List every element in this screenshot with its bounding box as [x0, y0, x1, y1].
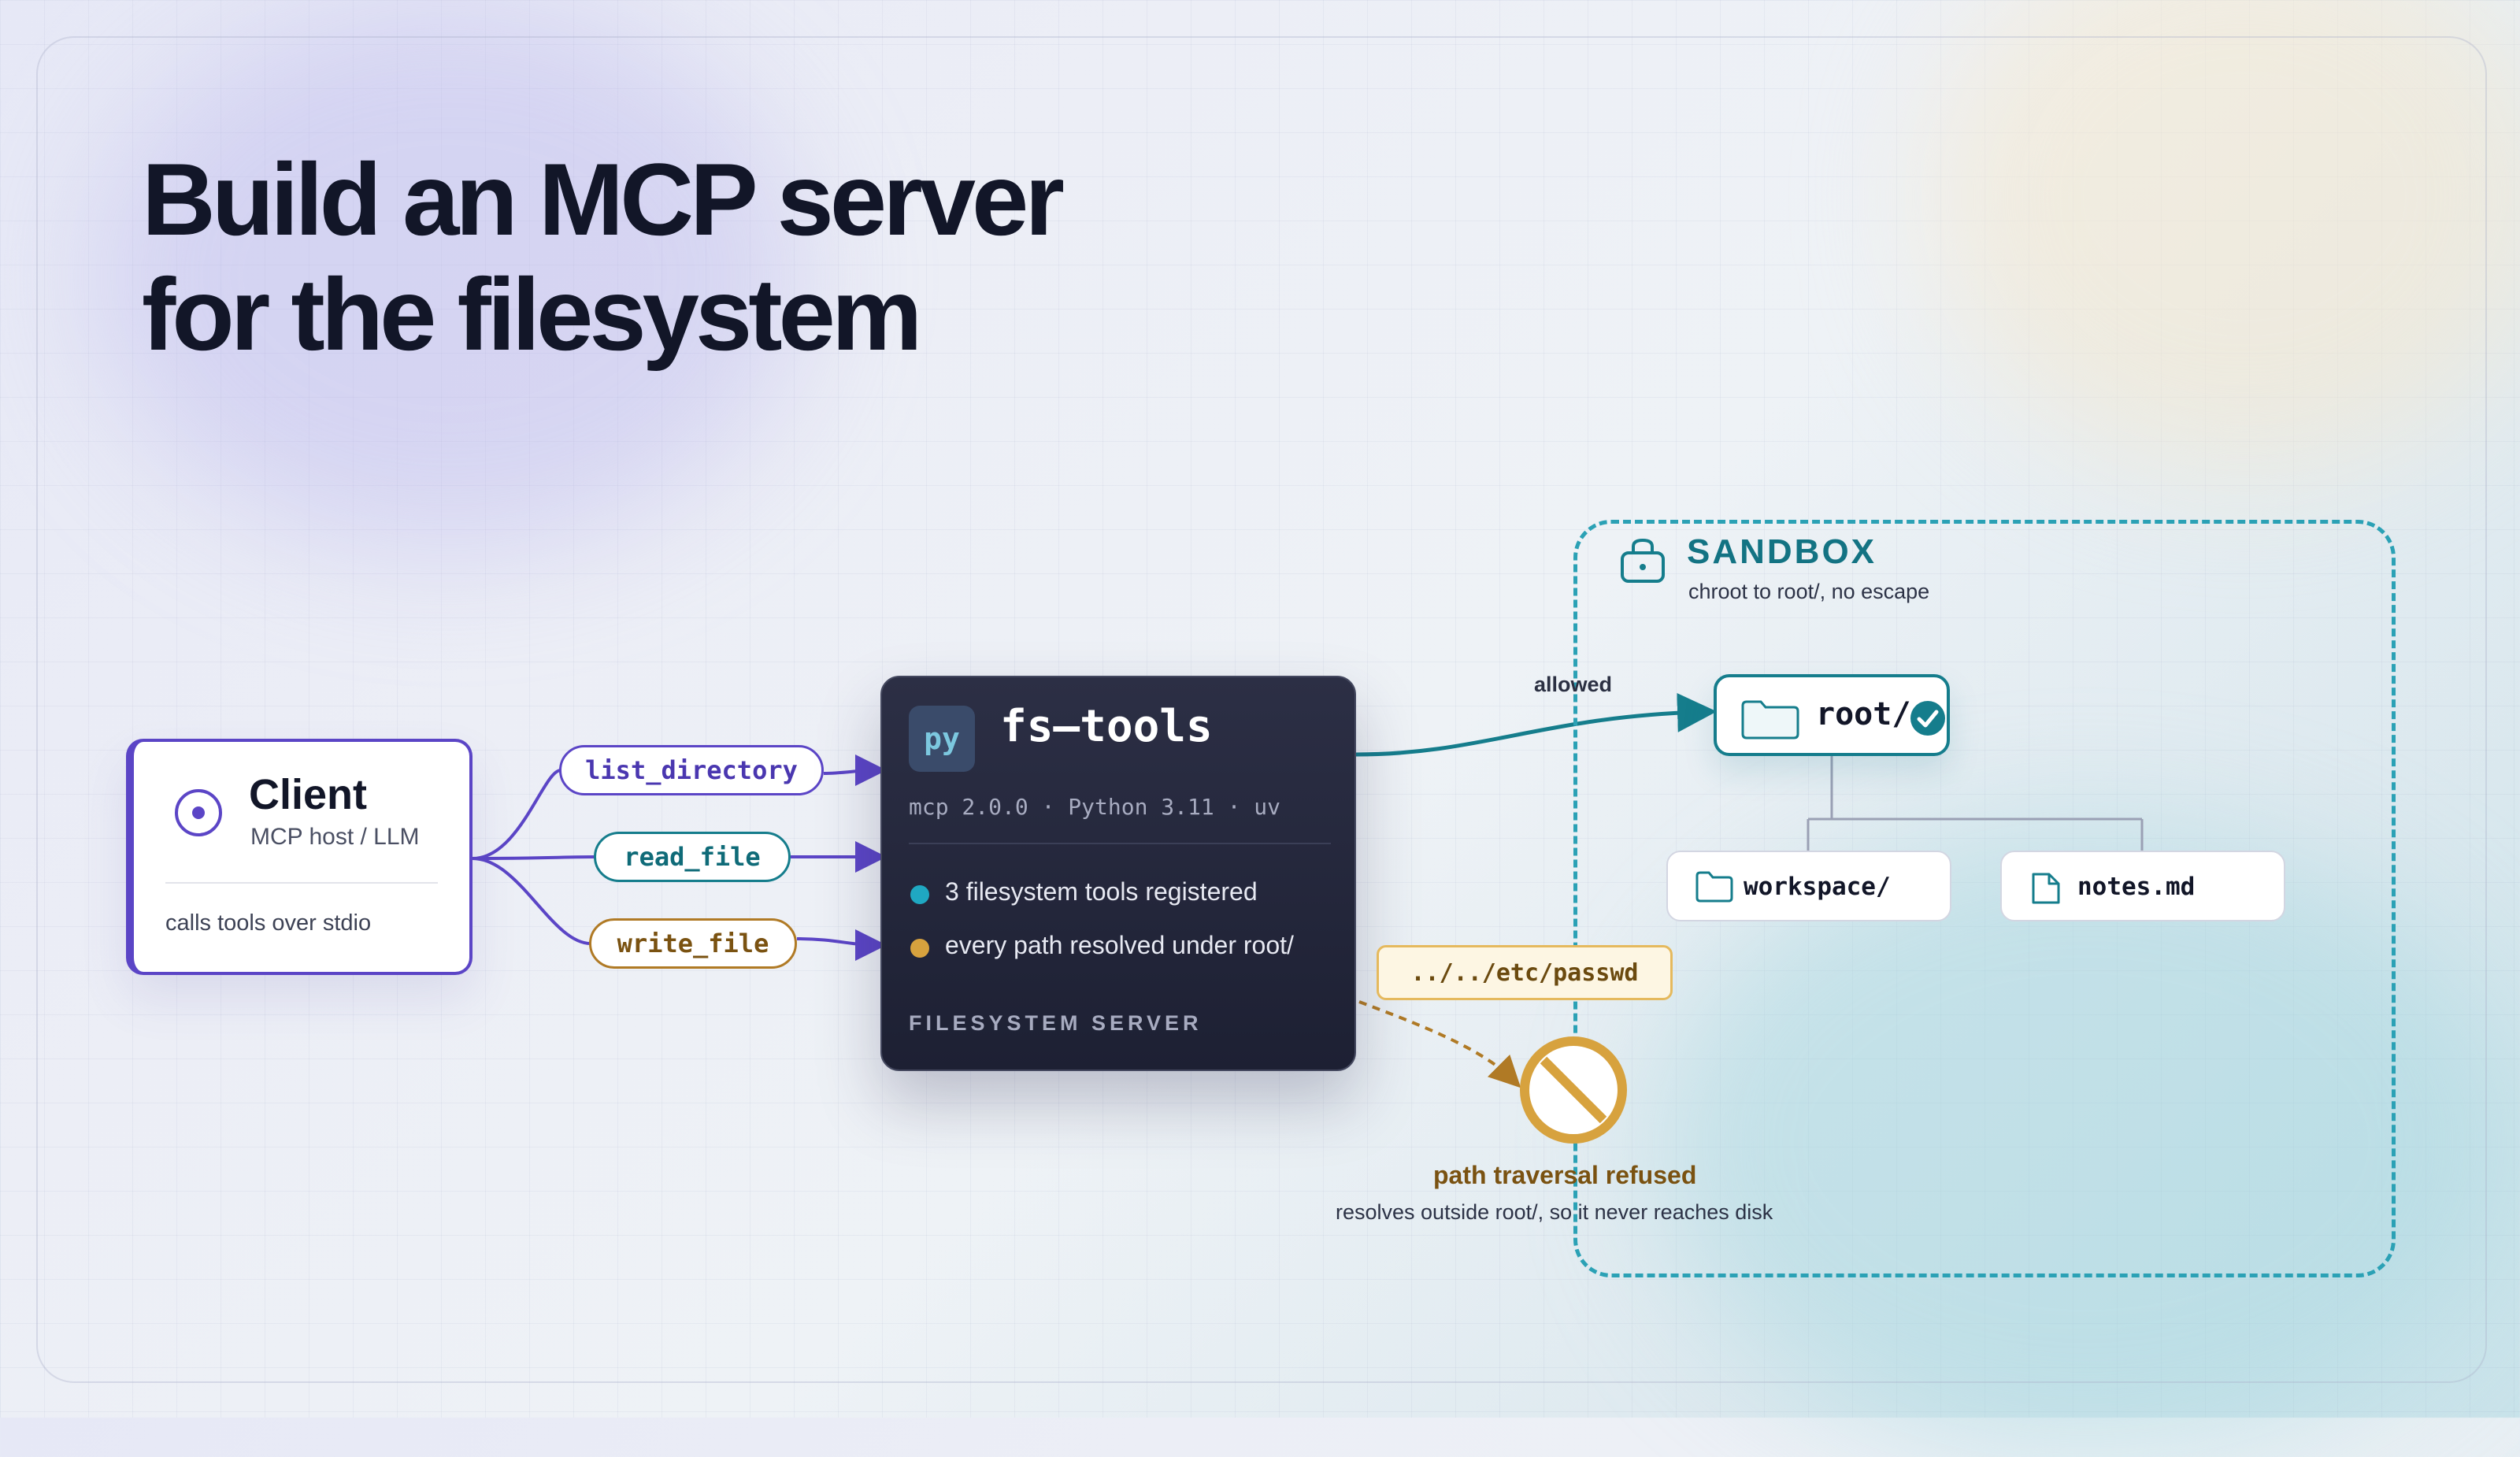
sandbox-subtitle: chroot to root/, no escape [1688, 580, 1930, 603]
workspace-label: workspace/ [1744, 873, 1891, 901]
workspace-folder[interactable]: workspace/ [1666, 851, 1951, 921]
client-name: Client [249, 771, 368, 818]
notes-file[interactable]: notes.md [2000, 851, 2285, 921]
arrow-allowed [1355, 692, 1717, 757]
wire-read-file [472, 855, 596, 860]
tool-list-directory[interactable]: list_directory [559, 745, 824, 795]
tool-write-file[interactable]: write_file [589, 918, 797, 969]
arrow-list-directory [823, 754, 887, 787]
file-icon [2032, 873, 2060, 904]
target-icon [175, 789, 222, 836]
client-subtitle: MCP host / LLM [250, 824, 420, 850]
title-line-2: for the filesystem [142, 257, 922, 372]
traversal-path-badge: ../../etc/passwd [1377, 945, 1673, 1000]
connector-lines [472, 692, 2144, 1088]
status-dot [910, 885, 929, 904]
background-glow [1929, 0, 2520, 473]
sandbox-title: SANDBOX [1687, 532, 1877, 571]
slide-frame [36, 36, 2487, 1383]
refused-title: path traversal refused [1433, 1161, 1697, 1189]
divider [165, 882, 438, 884]
tree-lines [1807, 756, 2144, 851]
client-description: calls tools over stdio [165, 910, 372, 936]
status-tools-registered: 3 filesystem tools registered [945, 877, 1258, 906]
title-line-1: Build an MCP server [142, 142, 1065, 257]
arrow-traversal [1358, 1000, 1521, 1088]
folder-icon [1741, 700, 1799, 740]
page-title: Build an MCP server for the filesystem [142, 142, 1323, 372]
server-card[interactable]: py fs–tools mcp 2.0.0 · Python 3.11 · uv… [880, 676, 1356, 1071]
wire-list-directory [472, 769, 561, 860]
refused-subtitle: resolves outside root/, so it never reac… [1336, 1200, 1773, 1224]
sandbox-boundary [1573, 520, 2396, 1277]
client-card[interactable]: Client MCP host / LLM calls tools over s… [126, 739, 472, 975]
allowed-label: allowed [1534, 673, 1613, 696]
server-meta: mcp 2.0.0 · Python 3.11 · uv [909, 794, 1281, 820]
notes-label: notes.md [2077, 873, 2196, 901]
lock-icon [1621, 538, 1665, 583]
status-dot [910, 939, 929, 958]
tool-read-file[interactable]: read_file [594, 832, 791, 882]
root-label: root/ [1816, 696, 1911, 732]
folder-icon [1695, 871, 1733, 903]
python-badge: py [909, 706, 975, 772]
root-folder[interactable]: root/ [1714, 674, 1950, 756]
check-icon [1910, 701, 1945, 736]
blocked-icon [1520, 1036, 1627, 1144]
divider [909, 843, 1331, 844]
server-name: fs–tools [1000, 701, 1213, 752]
status-path-resolved: every path resolved under root/ [945, 931, 1294, 959]
background-glow [94, 0, 803, 551]
arrow-write-file [796, 929, 887, 961]
wire-write-file [472, 857, 591, 945]
server-role: FILESYSTEM SERVER [909, 1011, 1203, 1035]
background-glow [1654, 827, 2520, 1457]
